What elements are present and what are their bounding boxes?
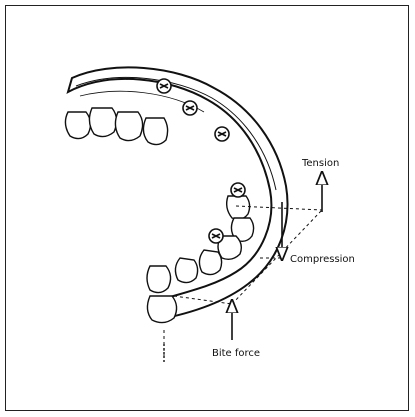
screw-1 xyxy=(157,79,171,93)
screw-4 xyxy=(231,183,245,197)
screw-2 xyxy=(183,101,197,115)
bite-force-label: Bite force xyxy=(212,348,260,359)
teeth-left-back xyxy=(65,108,167,145)
tension-label: Tension xyxy=(301,158,339,169)
screw-5 xyxy=(209,229,223,243)
screw-3 xyxy=(215,127,229,141)
compression-label: Compression xyxy=(290,254,355,265)
implant-bar xyxy=(68,67,287,320)
